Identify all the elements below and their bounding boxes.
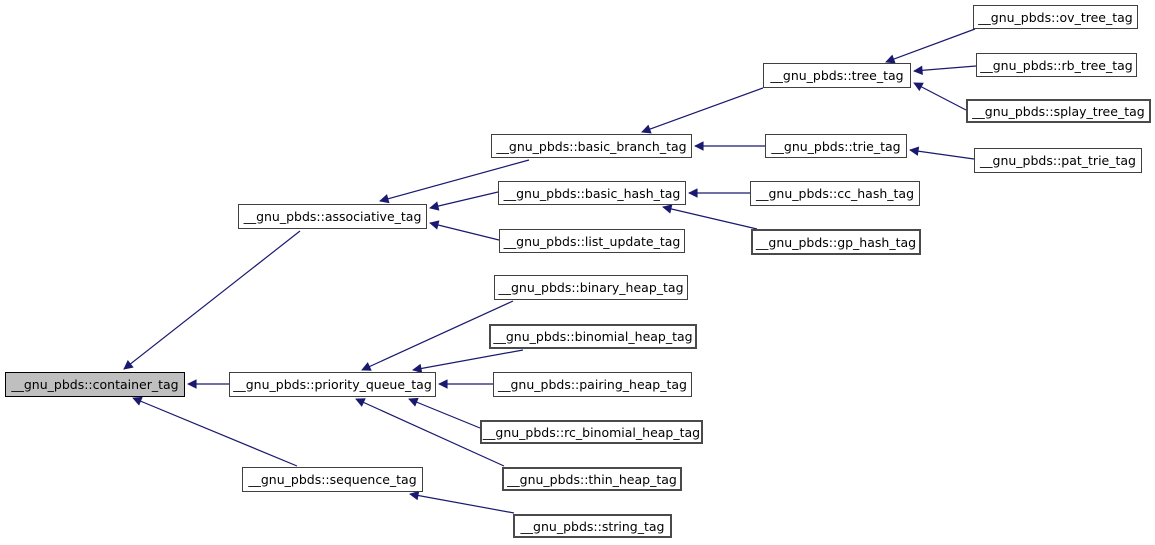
node-string-tag[interactable]: __gnu_pbds::string_tag	[513, 514, 672, 538]
edge-gp-hash-to-basic-hash	[662, 204, 758, 230]
node-ov-tree-tag[interactable]: __gnu_pbds::ov_tree_tag	[973, 5, 1138, 29]
edge-rc-binomial-heap-to-priority-queue	[408, 397, 481, 429]
node-rc-binomial-heap-tag[interactable]: __gnu_pbds::rc_binomial_heap_tag	[480, 420, 703, 444]
edge-basic-branch-to-associative	[379, 159, 530, 204]
edge-associative-to-container	[123, 230, 301, 370]
edge-string-to-sequence	[409, 490, 515, 514]
node-list-update-tag[interactable]: __gnu_pbds::list_update_tag	[499, 229, 685, 253]
node-gp-hash-tag[interactable]: __gnu_pbds::gp_hash_tag	[751, 229, 921, 255]
node-cc-hash-tag[interactable]: __gnu_pbds::cc_hash_tag	[750, 181, 920, 206]
node-sequence-tag[interactable]: __gnu_pbds::sequence_tag	[242, 467, 423, 492]
edge-splay-tree-to-tree	[913, 82, 967, 111]
node-pat-trie-tag[interactable]: __gnu_pbds::pat_trie_tag	[974, 148, 1142, 173]
node-rb-tree-tag[interactable]: __gnu_pbds::rb_tree_tag	[976, 53, 1137, 77]
node-associative-tag[interactable]: __gnu_pbds::associative_tag	[238, 204, 427, 229]
node-basic-hash-tag[interactable]: __gnu_pbds::basic_hash_tag	[498, 181, 686, 205]
node-trie-tag[interactable]: __gnu_pbds::trie_tag	[765, 134, 907, 158]
edge-list-update-to-associative	[429, 220, 500, 241]
node-splay-tree-tag[interactable]: __gnu_pbds::splay_tree_tag	[966, 99, 1151, 123]
edge-rb-tree-to-tree	[913, 65, 977, 76]
node-thin-heap-tag[interactable]: __gnu_pbds::thin_heap_tag	[502, 467, 682, 491]
edge-binary-heap-to-priority-queue	[361, 300, 514, 371]
edge-pat-trie-to-trie	[909, 146, 975, 160]
edge-ov-tree-to-tree	[885, 28, 976, 64]
edge-tree-to-basic-branch	[641, 87, 764, 134]
node-pairing-heap-tag[interactable]: __gnu_pbds::pairing_heap_tag	[493, 372, 692, 397]
edge-binomial-heap-to-priority-queue	[412, 349, 524, 374]
edge-thin-heap-to-priority-queue	[355, 398, 505, 467]
node-tree-tag[interactable]: __gnu_pbds::tree_tag	[763, 63, 911, 88]
edge-basic-hash-to-associative	[429, 191, 499, 211]
node-binomial-heap-tag[interactable]: __gnu_pbds::binomial_heap_tag	[489, 324, 697, 349]
node-container-tag: __gnu_pbds::container_tag	[5, 372, 185, 397]
node-basic-branch-tag[interactable]: __gnu_pbds::basic_branch_tag	[491, 134, 692, 158]
node-priority-queue-tag[interactable]: __gnu_pbds::priority_queue_tag	[229, 372, 436, 397]
edge-sequence-to-container	[132, 396, 298, 467]
node-binary-heap-tag[interactable]: __gnu_pbds::binary_heap_tag	[494, 275, 688, 300]
